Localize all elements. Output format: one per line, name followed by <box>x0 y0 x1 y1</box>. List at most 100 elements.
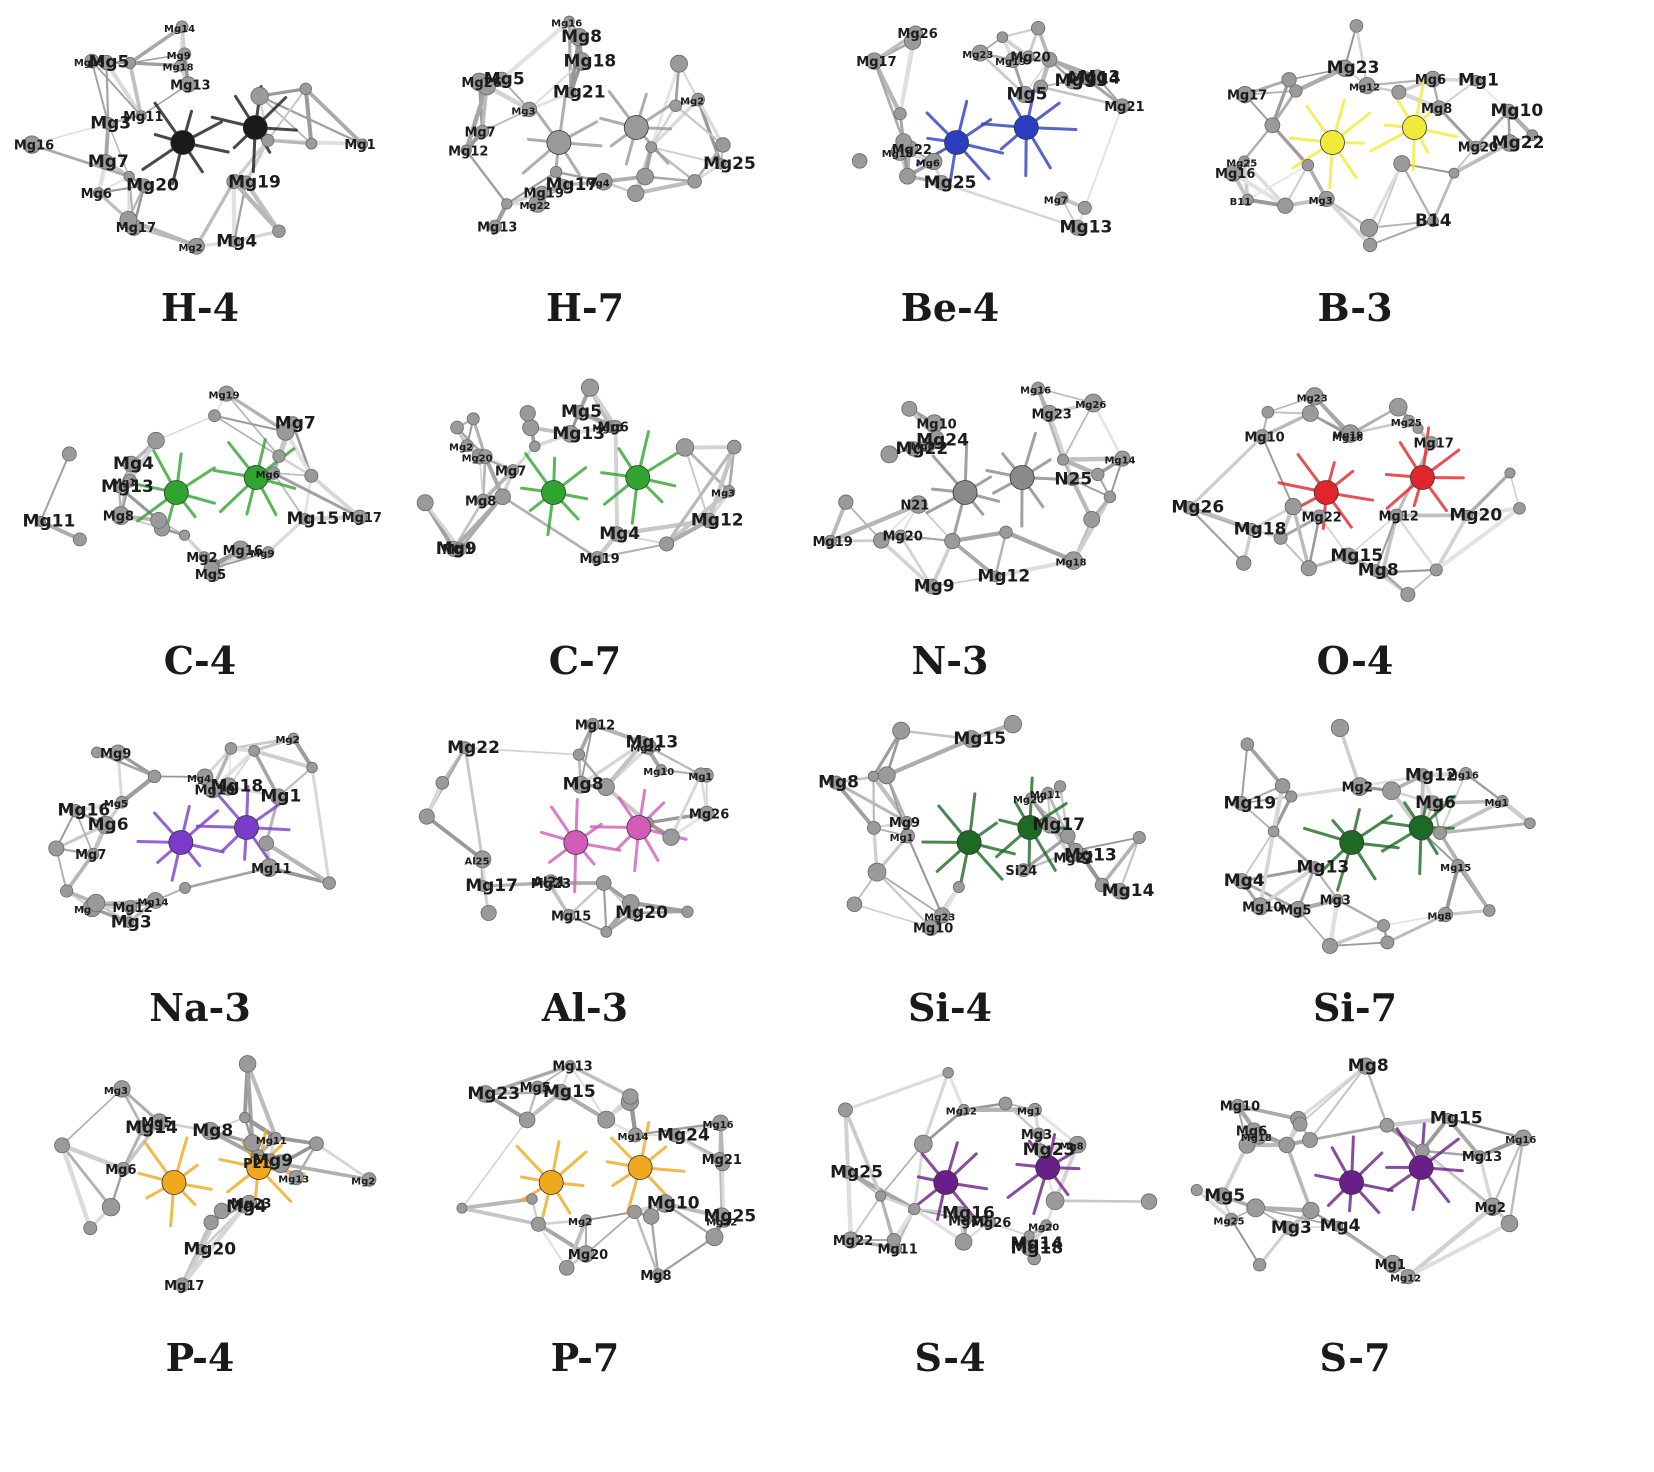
atom-label: Mg9 <box>436 539 477 559</box>
mg-atom <box>1301 405 1319 422</box>
mg-atom <box>477 880 490 892</box>
bond <box>567 881 605 917</box>
mg-atom <box>96 815 115 835</box>
bond <box>1395 514 1438 572</box>
atom-label: Mg2 <box>275 735 299 746</box>
mg-atom <box>636 167 654 186</box>
bond <box>536 1064 572 1088</box>
atom-label: Mg7 <box>275 414 316 434</box>
bond <box>1187 434 1264 510</box>
bond <box>1047 411 1075 482</box>
mg-atom <box>1284 498 1302 516</box>
bond <box>1465 506 1522 518</box>
bond <box>633 179 697 196</box>
mg-atom <box>1513 502 1526 515</box>
mg-atom <box>1305 387 1324 406</box>
bond <box>1118 836 1141 893</box>
mg-atom <box>1040 404 1059 423</box>
mg-atom <box>1277 197 1294 214</box>
bond <box>585 1210 636 1255</box>
atom-label: Mg7 <box>75 848 106 863</box>
mg-atom <box>1301 158 1315 172</box>
bond <box>183 866 271 890</box>
bond <box>899 729 973 741</box>
mg-atom <box>714 1155 731 1172</box>
mg-atom <box>1358 76 1376 95</box>
mg-atom <box>116 1161 131 1176</box>
mg-atom <box>226 174 242 190</box>
bond <box>213 414 287 433</box>
bond <box>828 502 921 544</box>
atom-label: Mg13 <box>1296 858 1349 878</box>
cluster-diagram: Mg9Mg20Mg6Mg13Mg22Mg23Mg5Mg17Mg18Mg25Mg2… <box>851 21 1145 238</box>
bond <box>1289 784 1362 799</box>
dopant-atom <box>956 830 982 855</box>
atom-label: Mg18 <box>882 149 913 160</box>
atom-label: Mg11 <box>251 862 291 877</box>
atom-label: Mg20 <box>126 176 179 196</box>
mg-atom <box>590 551 605 565</box>
atom-label: Mg7 <box>1044 195 1068 206</box>
bond <box>272 472 306 520</box>
atom-label: Mg14 <box>1104 456 1135 467</box>
mg-atom <box>925 152 943 171</box>
mg-atom <box>1261 405 1275 419</box>
mg-atom <box>201 1122 220 1141</box>
mg-atom <box>705 1228 724 1247</box>
mg-atom <box>1056 453 1069 466</box>
bond <box>567 914 608 933</box>
bond <box>899 534 934 588</box>
bond <box>291 736 315 770</box>
atom-label: Mg16 <box>1505 1135 1536 1146</box>
mg-atom <box>1224 1212 1238 1226</box>
mg-atom <box>1033 79 1049 95</box>
bond <box>95 751 156 778</box>
bond <box>649 97 700 149</box>
mg-atom <box>597 778 615 796</box>
mg-atom <box>453 542 467 556</box>
atom-label: Mg15 <box>543 1082 596 1102</box>
mg-atom <box>473 850 492 869</box>
atom-label: Mg1 <box>442 543 473 558</box>
mg-atom <box>668 1128 682 1143</box>
bond <box>315 1142 371 1181</box>
panel-caption: N-3 <box>911 638 989 683</box>
bond <box>921 1071 950 1146</box>
bond <box>1313 866 1339 901</box>
mg-atom <box>213 1202 230 1219</box>
bond <box>567 19 573 95</box>
mg-atom <box>622 894 640 912</box>
atom-label: Mg1 <box>1375 1258 1406 1273</box>
bond <box>1380 513 1399 575</box>
bond <box>879 1143 925 1197</box>
bond <box>1232 124 1274 175</box>
bond <box>693 143 725 183</box>
mg-atom <box>1278 1136 1295 1154</box>
bond <box>873 59 905 143</box>
cluster-diagram: Mg12Mg10Mg8Mg22Mg20Mg16Mg9Mg23Mg26Mg24Mg… <box>812 381 1136 597</box>
atom-label: Mg25 <box>830 1162 883 1182</box>
bond <box>258 95 313 145</box>
bond <box>210 551 270 570</box>
mg-atom <box>1033 1143 1048 1158</box>
bond <box>1508 1136 1525 1225</box>
mg-atom <box>501 198 513 210</box>
bond <box>1374 514 1398 572</box>
atom-label: Mg4 <box>216 232 257 252</box>
bond <box>669 773 703 839</box>
mg-atom <box>1028 1102 1042 1117</box>
bond <box>481 881 551 888</box>
bond <box>1003 529 1076 563</box>
atom-label: Mg16 <box>1448 771 1479 782</box>
bond <box>1246 164 1309 201</box>
mg-atom <box>174 1277 190 1293</box>
atom-label: Mg10 <box>1490 101 1543 121</box>
bond <box>1349 419 1411 435</box>
mg-atom <box>851 153 868 169</box>
bond <box>1037 387 1095 404</box>
atom-label: Mg20 <box>1010 51 1050 66</box>
bond <box>232 229 281 244</box>
atom-label: Mg7 <box>495 464 526 479</box>
